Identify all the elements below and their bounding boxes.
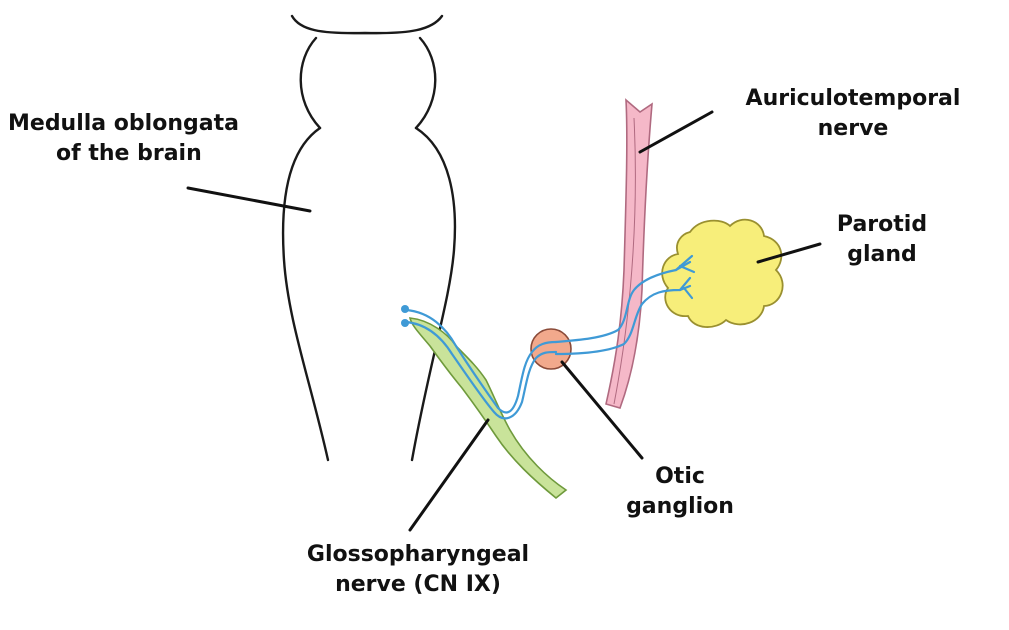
leader-lines — [186, 110, 822, 532]
label-parotid-line2: gland — [847, 242, 917, 267]
label-otic: Otic ganglion — [600, 462, 760, 522]
leader-parotid — [756, 242, 822, 264]
otic-ganglion — [530, 328, 572, 370]
parasympathetic-fibers — [404, 254, 696, 420]
label-medulla-line2: of the brain — [56, 141, 202, 166]
label-auriculotemporal-line1: Auriculotemporal — [745, 86, 961, 111]
leader-glossopharyngeal — [408, 418, 490, 532]
auriculotemporal-nerve — [605, 98, 653, 409]
parotid-gland — [661, 218, 784, 328]
label-medulla: Medulla oblongata of the brain — [8, 109, 239, 169]
medulla-oblongata — [281, 14, 457, 462]
label-otic-line2: ganglion — [626, 494, 734, 519]
label-glossopharyngeal-line2: nerve (CN IX) — [335, 572, 501, 597]
label-parotid: Parotid gland — [812, 210, 952, 270]
leader-medulla — [186, 186, 312, 213]
label-auriculotemporal-line2: nerve — [817, 116, 889, 141]
label-auriculotemporal: Auriculotemporal nerve — [718, 84, 988, 144]
glossopharyngeal-nerve — [408, 317, 568, 500]
label-glossopharyngeal-line1: Glossopharyngeal — [306, 542, 530, 567]
label-medulla-line1: Medulla oblongata — [8, 111, 239, 136]
label-glossopharyngeal: Glossopharyngeal nerve (CN IX) — [268, 540, 568, 600]
label-otic-line1: Otic — [655, 464, 705, 489]
leader-otic — [560, 360, 644, 460]
leader-auriculotemporal — [638, 110, 714, 154]
fiber-endings — [401, 305, 409, 327]
label-parotid-line1: Parotid — [836, 212, 928, 237]
